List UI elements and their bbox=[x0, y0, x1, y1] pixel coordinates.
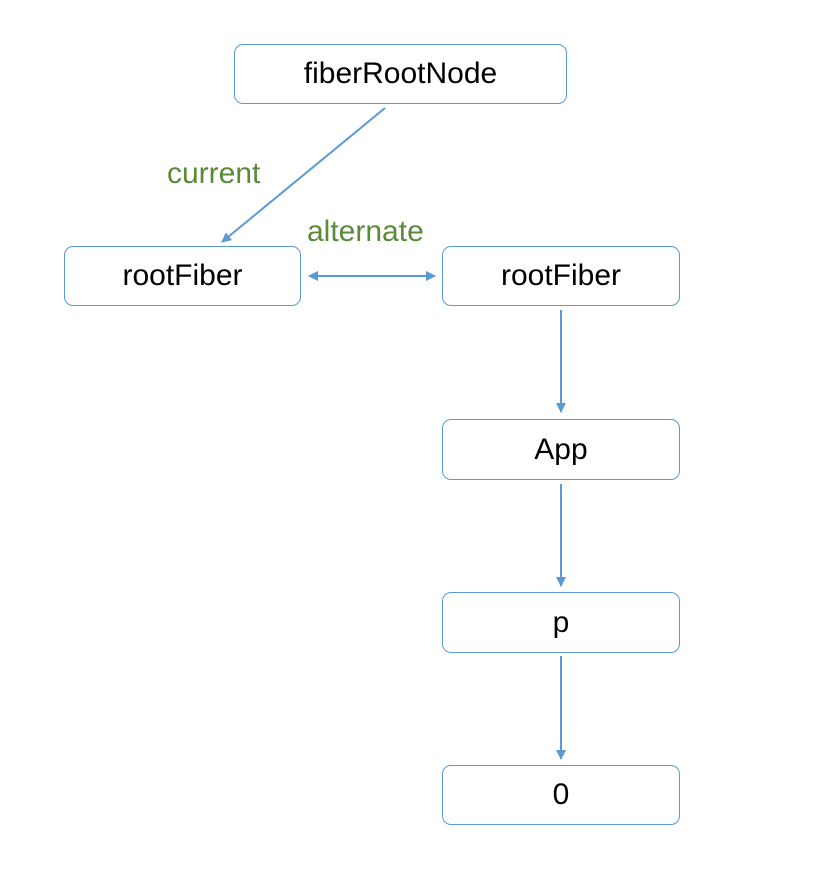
alternate-edge-label: alternate bbox=[307, 215, 424, 248]
p-node: p bbox=[442, 592, 680, 653]
current-edge-label: current bbox=[167, 157, 261, 190]
wip-root-fiber-label: rootFiber bbox=[500, 259, 622, 292]
text-zero-node: 0 bbox=[442, 765, 680, 825]
current-root-fiber-label: rootFiber bbox=[122, 259, 243, 292]
current-root-fiber-node: rootFiber bbox=[64, 246, 301, 306]
fiber-root-node-label: fiberRootNode bbox=[303, 57, 498, 90]
p-node-label: p bbox=[552, 605, 570, 639]
fiber-root-node: fiberRootNode bbox=[234, 44, 567, 104]
app-node-label: App bbox=[534, 432, 588, 466]
app-node: App bbox=[442, 419, 680, 480]
wip-root-fiber-node: rootFiber bbox=[442, 246, 680, 306]
text-zero-node-label: 0 bbox=[552, 778, 570, 811]
current-edge bbox=[221, 107, 386, 243]
